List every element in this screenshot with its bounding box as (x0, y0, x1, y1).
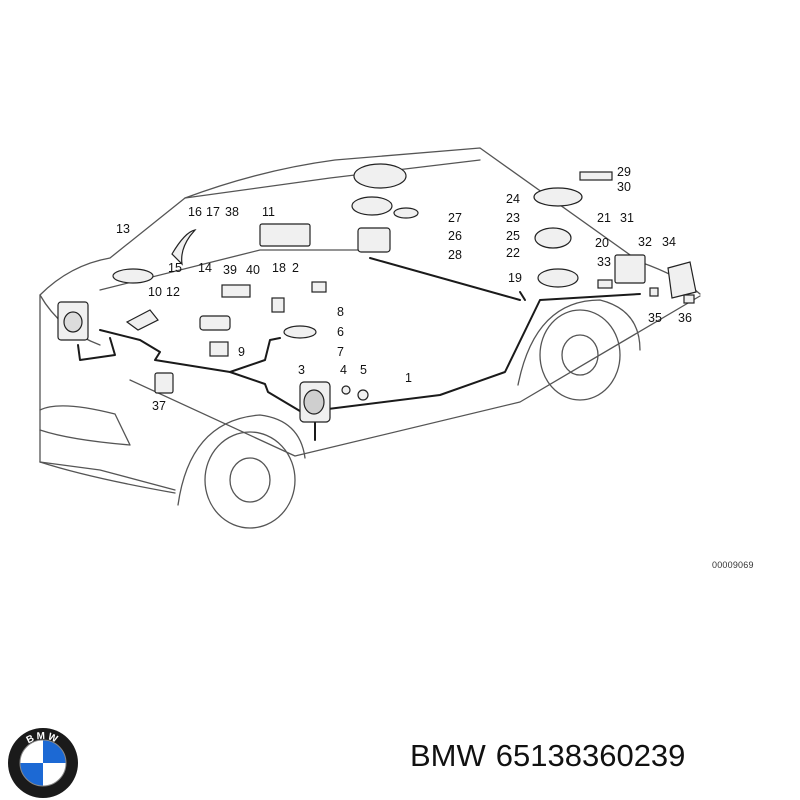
callout-18: 18 (272, 261, 286, 275)
callout-39: 39 (223, 263, 237, 277)
callout-20: 20 (595, 236, 609, 250)
bolt-4 (341, 385, 351, 395)
svg-text:BMW: BMW (25, 731, 61, 746)
drawing-number: 00009069 (712, 560, 754, 570)
callout-6: 6 (337, 325, 344, 339)
callout-14: 14 (198, 261, 212, 275)
fuse-holder-18 (271, 297, 285, 313)
wiring-harness-main (99, 329, 316, 441)
front-wheel-arch (517, 299, 641, 386)
callout-9: 9 (238, 345, 245, 359)
callout-19: 19 (508, 271, 522, 285)
rear-bumper (39, 461, 176, 491)
callout-38: 38 (225, 205, 239, 219)
callout-40: 40 (246, 263, 260, 277)
callout-29: 29 (617, 165, 631, 179)
bmw-logo-icon: BMW (8, 728, 78, 798)
speaker-front (357, 227, 391, 253)
relay-9 (209, 341, 229, 357)
clip-36 (683, 294, 695, 304)
part-brand: BMW (410, 738, 486, 773)
radio-unit-11 (259, 223, 311, 247)
callout-23: 23 (506, 211, 520, 225)
callout-4: 4 (340, 363, 347, 377)
trim-cover-29 (579, 171, 613, 181)
wiring-harness-roof (369, 257, 521, 301)
nut-5 (357, 389, 369, 401)
wiring-branch-rear (77, 337, 116, 361)
callout-21: 21 (597, 211, 611, 225)
callout-31: 31 (620, 211, 634, 225)
car-side-line (129, 295, 701, 457)
door-tweeter-6 (283, 325, 317, 339)
callout-16: 16 (188, 205, 202, 219)
speaker-bracket-10 (125, 309, 159, 331)
callout-28: 28 (448, 248, 462, 262)
rear-shelf-speaker (112, 268, 154, 284)
front-door-speaker-25 (534, 227, 572, 249)
callout-33: 33 (597, 255, 611, 269)
front-door-speaker-19 (537, 268, 579, 288)
amplifier-module-39 (221, 284, 251, 298)
wiring-harness-forward (319, 293, 641, 411)
callout-25: 25 (506, 229, 520, 243)
rear-wheel-hub (229, 457, 271, 503)
connector-block (199, 315, 231, 331)
roof-speaker-mid (351, 196, 393, 216)
callout-10: 10 (148, 285, 162, 299)
wiring-branch-door (519, 291, 526, 301)
callout-32: 32 (638, 235, 652, 249)
callout-7: 7 (337, 345, 344, 359)
car-rocker-line (39, 461, 176, 494)
rear-wheel-arch (177, 414, 306, 506)
callout-5: 5 (360, 363, 367, 377)
roof-speaker-grille (393, 207, 419, 219)
callout-22: 22 (506, 246, 520, 260)
callout-1: 1 (405, 371, 412, 385)
callout-11: 11 (262, 205, 275, 219)
speaker-3-cone (303, 389, 325, 415)
callout-35: 35 (648, 311, 662, 325)
callout-30: 30 (617, 180, 631, 194)
bracket-34 (667, 261, 697, 299)
front-wheel-hub (561, 334, 599, 376)
callout-36: 36 (678, 311, 692, 325)
rear-lamp (39, 405, 131, 446)
callout-17: 17 (206, 205, 220, 219)
bracket-15 (171, 229, 197, 266)
connector-33 (597, 279, 613, 289)
rear-speaker-left-cone (63, 311, 83, 333)
callout-3: 3 (298, 363, 305, 377)
logo-text: BMW (25, 731, 59, 746)
callout-26: 26 (448, 229, 462, 243)
callout-27: 27 (448, 211, 462, 225)
wiring-branch-amp (229, 337, 281, 373)
amplifier-32 (614, 254, 646, 284)
front-wheel (539, 309, 621, 401)
callout-8: 8 (337, 305, 344, 319)
connector-2 (311, 281, 327, 293)
callout-37: 37 (152, 399, 166, 413)
callout-13: 13 (116, 222, 130, 236)
part-number: 65138360239 (495, 738, 686, 773)
car-body-outline (39, 147, 701, 463)
roof-speaker-top (353, 163, 407, 189)
car-roofline (184, 159, 481, 199)
module-37 (154, 372, 174, 394)
rear-wheel (204, 431, 296, 529)
callout-2: 2 (292, 261, 299, 275)
front-door-speaker-24 (533, 187, 583, 207)
callout-24: 24 (506, 192, 520, 206)
connector-35 (649, 287, 659, 297)
part-label: BMW 65138360239 (410, 738, 685, 774)
callout-34: 34 (662, 235, 676, 249)
callout-15: 15 (168, 261, 182, 275)
callout-12: 12 (166, 285, 180, 299)
